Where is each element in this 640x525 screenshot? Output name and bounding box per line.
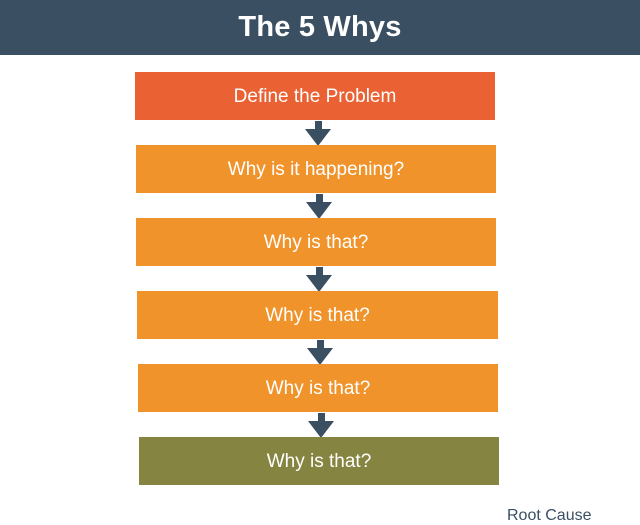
arrow-stem: [316, 194, 323, 203]
flow-arrow-4: [307, 340, 334, 365]
arrow-down-icon: [307, 348, 333, 365]
flow-step-1[interactable]: Define the Problem: [135, 72, 495, 120]
root-cause-annotation: Root Cause: [507, 507, 592, 524]
arrow-stem: [315, 121, 322, 130]
flow-arrow-5: [308, 413, 335, 438]
flow-step-2-label: Why is it happening?: [227, 158, 405, 180]
flow-step-5-label: Why is that?: [265, 377, 371, 399]
title-bar: The 5 Whys: [0, 0, 640, 55]
flow-arrow-1: [305, 121, 332, 146]
arrow-down-icon: [308, 421, 334, 438]
flow-step-5[interactable]: Why is that?: [138, 364, 498, 412]
arrow-stem: [316, 267, 323, 276]
arrow-down-icon: [306, 275, 332, 292]
flow-step-1-label: Define the Problem: [233, 85, 397, 107]
flow-step-6-root-cause[interactable]: Why is that?: [139, 437, 499, 485]
flow-step-3[interactable]: Why is that?: [136, 218, 496, 266]
flow-arrow-3: [306, 267, 333, 292]
flowchart: Define the Problem Why is it happening? …: [0, 55, 640, 524]
flow-step-3-label: Why is that?: [263, 231, 369, 253]
arrow-stem: [318, 413, 325, 422]
flow-arrow-2: [306, 194, 333, 219]
page-title: The 5 Whys: [238, 11, 402, 43]
arrow-down-icon: [306, 202, 332, 219]
flow-step-4[interactable]: Why is that?: [137, 291, 498, 339]
flow-step-2[interactable]: Why is it happening?: [136, 145, 496, 193]
arrow-down-icon: [305, 129, 331, 146]
flow-step-4-label: Why is that?: [265, 304, 370, 326]
arrow-stem: [317, 340, 324, 349]
flow-step-6-label: Why is that?: [266, 450, 372, 472]
